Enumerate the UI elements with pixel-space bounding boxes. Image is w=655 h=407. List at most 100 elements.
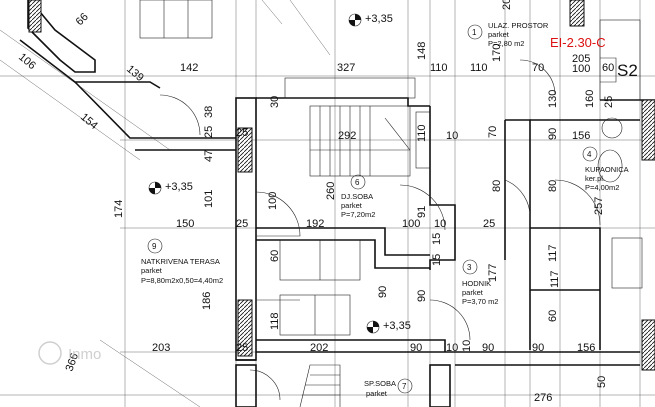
room-number: 6 <box>355 178 360 187</box>
dim-label: 170 <box>491 44 503 62</box>
dim-label: 117 <box>549 270 561 288</box>
dim-label: 205 <box>572 53 590 65</box>
dim-label: 25 <box>603 96 615 108</box>
room-floor: ker.pl. <box>585 174 605 183</box>
dim-label: 15 <box>431 233 443 245</box>
dim-label: 366 <box>64 352 82 373</box>
level-marker-center: +3,35 <box>366 320 411 334</box>
dim-label: 25 <box>236 342 248 354</box>
room-number: 4 <box>587 150 592 159</box>
dim-label: 156 <box>572 130 590 142</box>
dim-label: 327 <box>337 62 355 74</box>
room-labels: 1 ULAZ. PROSTOR parket P=2,80 m2 4 KUPAO… <box>141 21 629 398</box>
dim-label: 100 <box>267 192 279 210</box>
level-text: +3,35 <box>365 13 393 25</box>
dim-label: 66 <box>74 11 91 28</box>
room-number: 3 <box>467 263 472 272</box>
dim-label: 192 <box>306 218 324 230</box>
dim-label: 156 <box>577 342 595 354</box>
dim-label: 60 <box>547 310 559 322</box>
room-name: NATKRIVENA TERASA <box>141 257 220 266</box>
room-area: P=7,20m2 <box>341 210 375 219</box>
room-number: 1 <box>472 28 477 37</box>
watermark-text: Inmo <box>68 346 101 363</box>
dim-label: 30 <box>269 96 281 108</box>
dim-label: 110 <box>430 62 448 74</box>
dim-label: 177 <box>487 264 499 282</box>
dim-label: 25 <box>203 126 215 138</box>
room-3: 3 HODNIK parket P=3,70 m2 <box>462 259 498 306</box>
plan-code: EI-2.30-C <box>550 35 606 50</box>
dim-label: 101 <box>203 190 215 208</box>
level-marker-top: +3,35 <box>348 13 393 27</box>
dim-label: 50 <box>596 376 608 388</box>
dim-label: 10 <box>446 342 458 354</box>
level-text: +3,35 <box>383 320 411 332</box>
dim-label: 10 <box>434 218 446 230</box>
dim-label: 257 <box>593 197 605 215</box>
watermark: Inmo <box>38 341 101 365</box>
dim-label: 15 <box>431 254 443 266</box>
dim-label: 110 <box>470 62 488 74</box>
dim-label: 80 <box>491 180 503 192</box>
dim-label: 80 <box>547 180 559 192</box>
room-area: P=8,80m2x0,50=4,40m2 <box>141 276 223 285</box>
room-floor: parket <box>366 389 388 398</box>
dim-label: 90 <box>547 128 559 140</box>
dim-label: 139 <box>124 63 146 84</box>
room-6: 6 DJ.SOBA parket P=7,20m2 <box>341 174 375 219</box>
room-area: P=3,70 m2 <box>462 297 498 306</box>
room-area: P=4,00m2 <box>585 183 619 192</box>
room-name: DJ.SOBA <box>341 192 373 201</box>
room-area: P=2,80 m2 <box>488 39 524 48</box>
stair-label-arrow <box>600 57 617 83</box>
dim-label: 90 <box>377 286 389 298</box>
dim-label: 260 <box>325 182 337 200</box>
level-text: +3,35 <box>165 181 193 193</box>
room-name: HODNIK <box>462 279 491 288</box>
room-floor: parket <box>141 266 163 275</box>
dim-label: 20 <box>501 0 513 10</box>
room-7: 7 SP.SOBA parket <box>364 378 413 398</box>
dim-label: 276 <box>534 392 552 404</box>
room-1: 1 ULAZ. PROSTOR parket P=2,80 m2 <box>467 21 549 48</box>
room-number: 7 <box>402 382 407 391</box>
dim-label: 90 <box>532 342 544 354</box>
dim-label: 148 <box>416 42 428 60</box>
stair-label: S2 <box>617 61 638 80</box>
dim-label: 38 <box>203 106 215 118</box>
dim-label: 47 <box>203 150 215 162</box>
dim-label: 142 <box>180 62 198 74</box>
dim-label: 25 <box>236 218 248 230</box>
dim-label: 10 <box>461 340 473 352</box>
dim-label: 203 <box>152 342 170 354</box>
level-markers: +3,35 +3,35 +3,35 <box>148 13 411 334</box>
dim-label: 10 <box>446 130 458 142</box>
room-floor: parket <box>462 288 484 297</box>
dim-label: 150 <box>176 218 194 230</box>
dim-label: 90 <box>410 342 422 354</box>
dim-label: 90 <box>482 342 494 354</box>
dim-label: 91 <box>416 206 428 218</box>
dim-label: 100 <box>572 63 590 75</box>
dim-label: 25 <box>236 127 248 139</box>
dim-label: 100 <box>402 218 420 230</box>
dim-label: 160 <box>584 90 596 108</box>
dim-label: 186 <box>201 292 213 310</box>
dim-label: 60 <box>602 62 614 74</box>
hatched-walls <box>28 0 655 371</box>
room-number: 9 <box>152 242 157 251</box>
room-name: ULAZ. PROSTOR <box>488 21 549 30</box>
room-name: SP.SOBA <box>364 379 396 388</box>
room-4: 4 KUPAONICA ker.pl. P=4,00m2 <box>582 146 629 192</box>
room-floor: parket <box>341 201 363 210</box>
dim-label: 25 <box>483 218 495 230</box>
dim-label: 70 <box>532 62 544 74</box>
dim-label: 130 <box>547 90 559 108</box>
level-marker-left: +3,35 <box>148 181 193 195</box>
watermark-logo-icon <box>38 341 62 365</box>
walls <box>19 0 655 407</box>
dim-label: 118 <box>269 312 281 330</box>
dim-label: 117 <box>547 244 559 262</box>
